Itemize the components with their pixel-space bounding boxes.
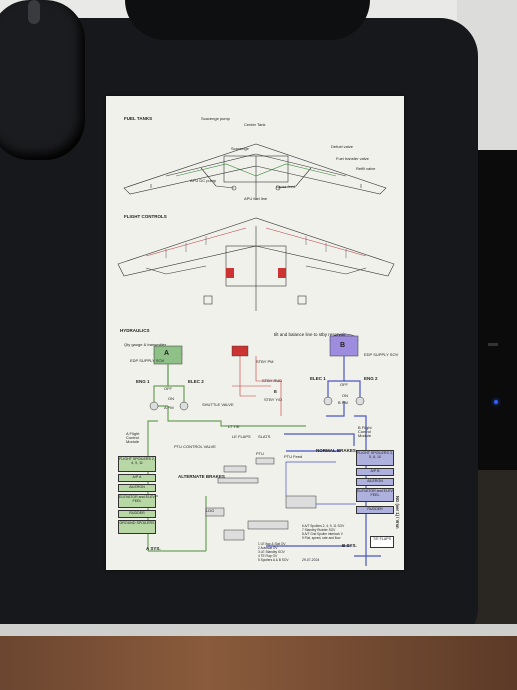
fuel-label: Defuel valve	[331, 144, 354, 149]
b-elevator-box: ELEVATOR and ELEV FEEL	[356, 488, 394, 502]
eng2-b: ENG 2	[364, 376, 378, 381]
on-b: ON	[342, 393, 348, 398]
legend-item: 5 Spoilers A & B SOV	[258, 558, 289, 562]
pc-vent	[488, 343, 498, 346]
qty-gauge-note: Qty gauge & transmitter	[124, 342, 167, 347]
eng1-a: ENG 1	[136, 379, 150, 384]
legend-item: 4 TE Flap OV	[258, 554, 278, 558]
system-b-label: B	[340, 342, 346, 349]
on-a: ON	[168, 396, 174, 401]
wood-floor	[0, 636, 517, 690]
legend-right: 6 A/T Spoilers 2, 4, 9, 11 SOV 7 Standby…	[302, 524, 362, 540]
legend-item: 2 Autoslat OV	[258, 546, 278, 550]
elec2-a: ELEC 2	[188, 379, 204, 384]
fuel-label: Fuel transfer valve	[336, 156, 369, 161]
fuel-label: Scavenge pump	[201, 116, 230, 121]
te-flaps-box: T/E FLAPS	[370, 536, 394, 548]
printed-sheet: FUEL TANKS Center Tank Scavenge pump APU…	[106, 96, 404, 570]
fuel-label: APU DC pump	[190, 178, 217, 183]
legend: 1 LE flap & Slat OV 2 Autoslat OV 3 LE S…	[258, 542, 338, 562]
ldg-label: LDG	[206, 508, 215, 513]
legend-item: 8 A/T Gnd Spoiler interlock V	[302, 532, 343, 536]
a-spoilers-box: FLIGHT SPOILERS 2, 4, 9, 11	[118, 456, 156, 472]
schematic-drawing	[117, 143, 395, 566]
system-a-label: A	[164, 350, 170, 357]
fuel-label: APU fuel line	[244, 196, 268, 201]
fuel-label: Cross feed	[276, 184, 296, 189]
supply-b: EDP SUPPLY SOV	[364, 352, 399, 357]
stby-rud: STBY RUD	[262, 378, 283, 383]
fuel-label: Refill valve	[356, 166, 376, 171]
b-flight-module: B Flight Control Module	[358, 425, 372, 439]
desk-edge	[0, 624, 517, 638]
supply-a: EDP SUPPLY SOV	[130, 358, 165, 363]
b-aileron-box: AILERON	[356, 478, 394, 486]
b-spoilers-box: FLIGHT SPOILERS 3, 5, 8, 10	[356, 450, 394, 466]
a-ground-spoilers-box: GROUND SPOILERS	[118, 520, 156, 534]
ptu: PTU	[256, 451, 264, 456]
a-flight-module: A Flight Control Module	[126, 431, 140, 445]
slats: SLATS	[258, 434, 271, 439]
le-flaps: LE FLAPS	[232, 434, 251, 439]
off-a: OFF	[164, 386, 172, 391]
lt-te: LT T/E	[228, 424, 240, 429]
fuel-label: Scavenge	[231, 146, 249, 151]
tilt-note: tilt and balance line to stby reservoir	[274, 332, 346, 337]
b-pm: B PM	[338, 400, 348, 405]
headset	[125, 0, 370, 40]
e-label: E	[274, 389, 278, 394]
b-ap-box: A/P B	[356, 468, 394, 476]
a-rudder-box: RUDDER	[118, 510, 156, 518]
a-pm: A PM	[164, 405, 174, 410]
stby-yd: STBY Y/D	[264, 397, 283, 402]
a-sys-label: A SYS.	[146, 546, 161, 551]
off-b: OFF	[340, 382, 348, 387]
fuel-label: Center Tank	[244, 122, 266, 127]
a-elevator-box: ELEVATOR and ELEV FEEL	[118, 494, 156, 508]
a-aileron-box: AILERON	[118, 484, 156, 492]
a-ap-box: A/P A	[118, 474, 156, 482]
pc-power-led	[494, 400, 498, 404]
fuel-tanks-title: FUEL TANKS	[124, 116, 153, 121]
b-rudder-box: RUDDER	[356, 506, 394, 514]
vertical-note: NG (ver 1) / Vrsn	[395, 496, 400, 529]
flight-controls-title: FLIGHT CONTROLS	[124, 214, 167, 219]
legend-item: 7 Standby Rudder SOV	[302, 528, 336, 532]
ptu-feed: PTU Feed	[284, 454, 303, 459]
alternate-brakes: ALTERNATE BRAKES	[178, 474, 225, 479]
legend-item: 6 A/T Spoilers 2, 4, 9, 11 SOV	[302, 524, 345, 528]
stby-pm: STBY PM	[256, 359, 274, 364]
mouse	[0, 0, 85, 160]
ptu-control-valve: PTU CONTROL VALVE	[174, 444, 216, 449]
normal-brakes: NORMAL BRAKES	[316, 448, 356, 453]
elec1-b: ELEC 1	[310, 376, 326, 381]
legend-item: 1 LE flap & Slat OV	[258, 542, 286, 546]
hydraulics-title: HYDRAULICS	[120, 328, 150, 333]
date-label: 29-07-2024	[302, 558, 320, 562]
shuttle-valve: SHUTTLE VALVE	[202, 402, 234, 407]
mouse-wheel	[28, 0, 40, 24]
legend-item: 3 LE Standby SOV	[258, 550, 285, 554]
legend-item: 9 Flat, speed, rate and flow	[302, 536, 341, 540]
b-sys-label: B SYS.	[342, 543, 357, 548]
